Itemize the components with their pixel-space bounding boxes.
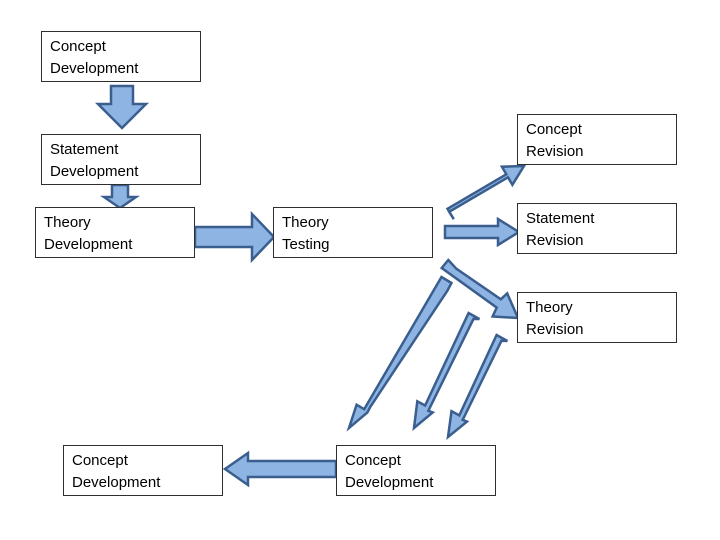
arrow-development-to-testing xyxy=(193,210,276,264)
theory-revision-box: Theory Revision xyxy=(517,292,677,343)
concept-development-bottom-middle-line2: Development xyxy=(345,474,434,491)
concept-development-bottom-left-line1: Concept xyxy=(72,452,128,469)
concept-development-top-line1: Concept xyxy=(50,38,106,55)
theory-testing-box: Theory Testing xyxy=(273,207,433,258)
concept-development-top-line2: Development xyxy=(50,60,139,77)
arrow-long-diagonal-2 xyxy=(412,311,481,431)
concept-revision-line2: Revision xyxy=(526,143,584,160)
statement-revision-box: Statement Revision xyxy=(517,203,677,254)
statement-development-line1: Statement xyxy=(50,141,119,158)
theory-testing-line1: Theory xyxy=(282,214,329,231)
arrow-testing-to-theory-revision xyxy=(439,258,520,320)
concept-revision-box: Concept Revision xyxy=(517,114,677,165)
theory-testing-line2: Testing xyxy=(282,236,330,253)
theory-development-box: Theory Development xyxy=(35,207,195,258)
theory-revision-line1: Theory xyxy=(526,299,573,316)
concept-development-bottom-left-box: Concept Development xyxy=(63,445,223,496)
arrow-long-diagonal-1 xyxy=(346,275,454,432)
concept-development-bottom-middle-box: Concept Development xyxy=(336,445,496,496)
theory-development-line2: Development xyxy=(44,236,133,253)
arrow-to-bottom-left-concept xyxy=(222,450,338,488)
statement-revision-line1: Statement xyxy=(526,210,595,227)
arrow-long-diagonal-3 xyxy=(446,333,509,440)
arrow-concept-to-statement xyxy=(94,84,150,130)
arrow-testing-to-concept-revision xyxy=(445,164,527,220)
statement-development-box: Statement Development xyxy=(41,134,201,185)
statement-revision-line2: Revision xyxy=(526,232,584,249)
arrow-statement-to-theory xyxy=(99,183,141,210)
concept-development-bottom-middle-line1: Concept xyxy=(345,452,401,469)
theory-development-line1: Theory xyxy=(44,214,91,231)
arrow-testing-to-statement-revision xyxy=(443,216,522,248)
concept-revision-line1: Concept xyxy=(526,121,582,138)
statement-development-line2: Development xyxy=(50,163,139,180)
concept-development-top-box: Concept Development xyxy=(41,31,201,82)
theory-revision-line2: Revision xyxy=(526,321,584,338)
concept-development-bottom-left-line2: Development xyxy=(72,474,161,491)
